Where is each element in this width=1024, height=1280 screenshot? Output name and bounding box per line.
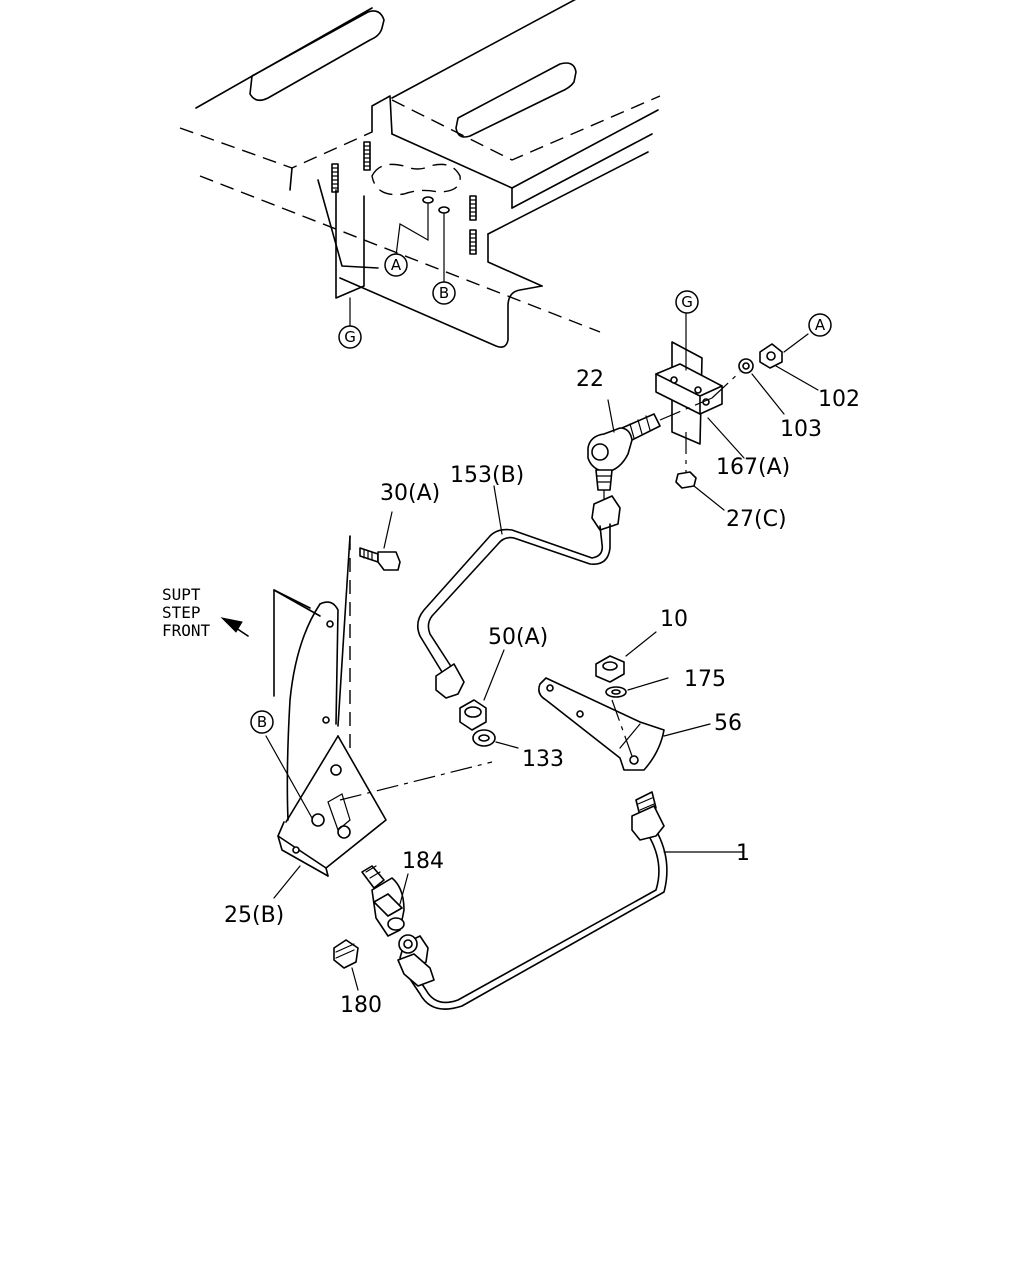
label-153b: 153(B) bbox=[450, 463, 524, 488]
bolt-30a bbox=[359, 511, 401, 571]
label-180: 180 bbox=[340, 993, 382, 1018]
stud-center bbox=[363, 141, 371, 171]
label-184: 184 bbox=[402, 849, 444, 874]
label-103: 103 bbox=[780, 417, 822, 442]
front-direction-arrow bbox=[220, 589, 311, 637]
frame-assembly bbox=[179, 0, 661, 348]
svg-text:G: G bbox=[681, 293, 693, 311]
stud-right-upper bbox=[469, 195, 477, 221]
svg-text:A: A bbox=[391, 256, 402, 274]
label-56: 56 bbox=[714, 711, 742, 736]
washer-175 bbox=[605, 677, 669, 698]
nut-50a bbox=[459, 649, 505, 731]
label-25b: 25(B) bbox=[224, 903, 284, 928]
label-175: 175 bbox=[684, 667, 726, 692]
label-102: 102 bbox=[818, 387, 860, 412]
note-front: FRONT bbox=[162, 621, 211, 640]
label-22: 22 bbox=[576, 367, 604, 392]
union-22 bbox=[587, 397, 713, 491]
marker-a-nut: A bbox=[808, 313, 832, 337]
stud-right-lower bbox=[469, 229, 477, 255]
marker-a-frame: A bbox=[384, 253, 408, 277]
svg-text:A: A bbox=[815, 316, 826, 334]
label-167a: 167(A) bbox=[716, 455, 790, 480]
plug-180 bbox=[333, 939, 359, 991]
label-133: 133 bbox=[522, 747, 564, 772]
connector-184 bbox=[361, 865, 409, 937]
stud-left bbox=[331, 163, 339, 193]
marker-b-bracket: B bbox=[250, 710, 274, 734]
label-1: 1 bbox=[736, 841, 750, 866]
label-27c: 27(C) bbox=[726, 507, 787, 532]
svg-text:B: B bbox=[257, 713, 267, 731]
bracket-25b bbox=[265, 535, 493, 899]
svg-text:G: G bbox=[344, 328, 356, 346]
marker-b-frame: B bbox=[432, 281, 456, 305]
bracket-167-assembly bbox=[655, 311, 819, 511]
hose-1 bbox=[397, 791, 745, 1010]
washer-133 bbox=[472, 729, 519, 749]
label-50a: 50(A) bbox=[488, 625, 548, 650]
bracket-56 bbox=[538, 677, 711, 771]
svg-text:B: B bbox=[439, 284, 449, 302]
marker-g-frame: G bbox=[338, 325, 362, 349]
marker-g-bracket: G bbox=[675, 290, 699, 314]
nut-10 bbox=[595, 631, 657, 683]
note-supt: SUPT bbox=[162, 585, 201, 604]
label-10: 10 bbox=[660, 607, 688, 632]
note-step: STEP bbox=[162, 603, 201, 622]
label-30a: 30(A) bbox=[380, 481, 440, 506]
pipe-153b bbox=[416, 485, 621, 699]
